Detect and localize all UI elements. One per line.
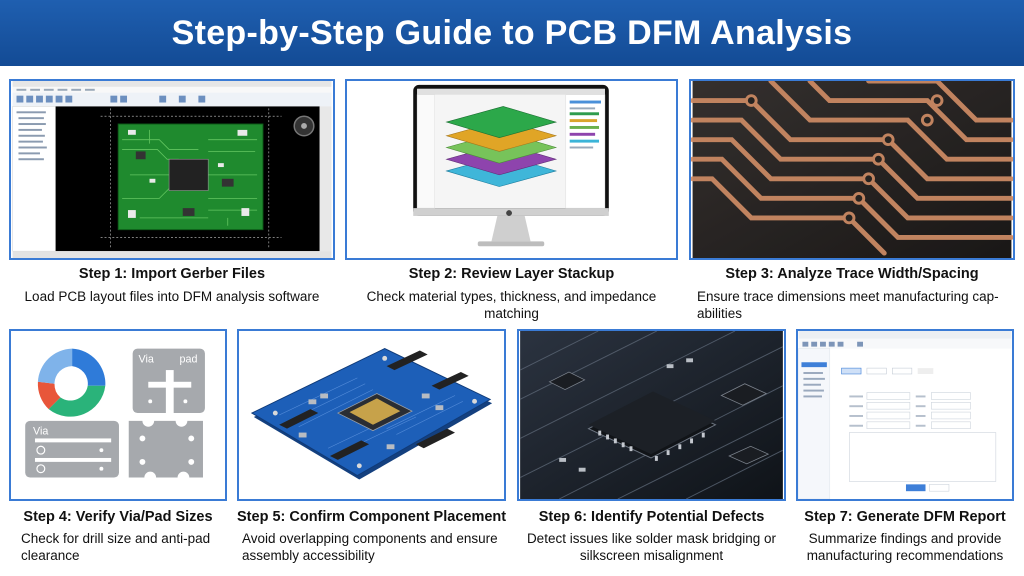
- step-2-image: [345, 79, 678, 260]
- step-2-title: Step 2: Review Layer Stackup: [408, 266, 615, 282]
- step-4-desc: Check for drill size and anti-pad cleara…: [21, 531, 211, 563]
- step-1-image: [9, 79, 335, 260]
- step-7-image: [796, 329, 1014, 501]
- step-6-desc: Detect issues like solder mask bridging …: [526, 531, 777, 563]
- step-3-image: [689, 79, 1015, 260]
- step-1-desc: Load PCB layout files into DFM analysis …: [24, 289, 320, 304]
- via-label-top: Via: [139, 353, 154, 365]
- donut-chart-icon: [37, 348, 106, 417]
- via-label-bottom: Via: [33, 426, 48, 438]
- step-7-desc: Summarize findings and provide manufactu…: [806, 531, 1004, 563]
- page-title: Step-by-Step Guide to PCB DFM Analysis: [171, 13, 853, 52]
- pad-label-top: pad: [180, 353, 198, 365]
- step-6-image: [517, 329, 786, 501]
- step-7-title: Step 7: Generate DFM Report: [804, 509, 1006, 525]
- step-3-desc: Ensure trace dimensions meet manufacturi…: [697, 289, 999, 321]
- step-1-title: Step 1: Import Gerber Files: [78, 266, 266, 282]
- via-pad-illustration: Via pad Via: [11, 331, 225, 499]
- dark-chip-closeup: [519, 331, 784, 499]
- step-5-title: Step 5: Confirm Component Placement: [237, 509, 507, 525]
- header-banner: Step-by-Step Guide to PCB DFM Analysis: [0, 0, 1024, 66]
- step-3-title: Step 3: Analyze Trace Width/Spacing: [725, 266, 979, 282]
- step-5-image: [237, 329, 506, 501]
- step-4-title: Step 4: Verify Via/Pad Sizes: [23, 509, 213, 525]
- step-2-desc: Check material types, thickness, and imp…: [366, 289, 657, 321]
- step-5-desc: Avoid overlapping components and ensure …: [242, 531, 498, 563]
- step-6-title: Step 6: Identify Potential Defects: [538, 509, 765, 525]
- monitor-layer-stack: [348, 81, 675, 258]
- step-4-image: Via pad Via: [9, 329, 227, 501]
- blue-pcb-render: [240, 331, 503, 499]
- software-window-green-pcb: [12, 81, 332, 258]
- copper-traces-photo: [691, 81, 1013, 258]
- report-form-window: [798, 331, 1012, 499]
